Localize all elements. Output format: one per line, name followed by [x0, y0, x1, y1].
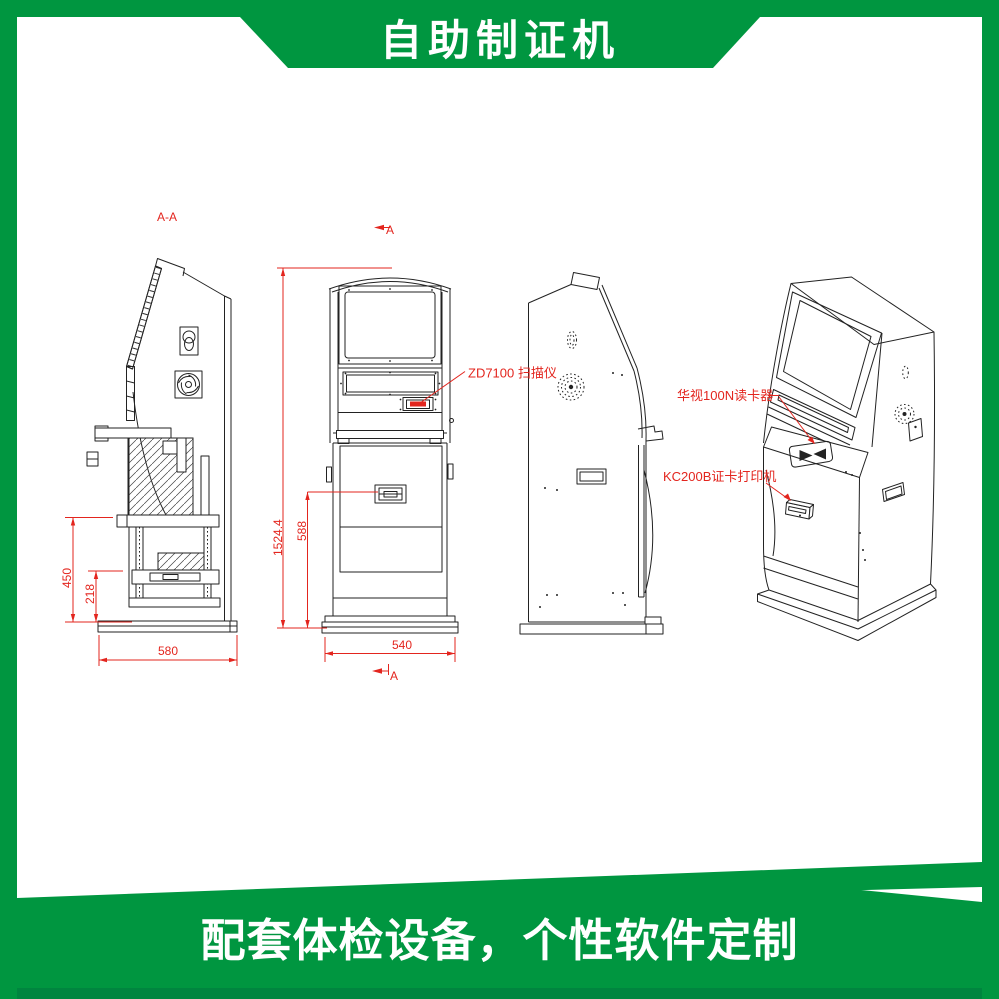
side-speaker-icon [894, 404, 915, 424]
card-reader [788, 440, 834, 468]
dim-450: 450 [60, 568, 74, 588]
label-card-reader: 华视100N读卡器 [677, 388, 773, 403]
dim-218: 218 [83, 584, 97, 604]
speaker-icon [179, 326, 199, 356]
bottom-slogan: 配套体检设备，个性软件定制 [0, 910, 999, 972]
section-label: A-A [157, 210, 177, 224]
fan-icon [174, 370, 203, 399]
marker-a-top: A [386, 223, 394, 237]
speaker-grille-icon [557, 373, 585, 401]
frame-left-border [0, 0, 17, 999]
bottom-banner [17, 876, 982, 999]
marker-a-bottom: A [390, 669, 398, 683]
dim-540: 540 [392, 638, 412, 652]
slogan-text: 配套体检设备，个性软件定制 [200, 915, 799, 966]
drawing-perspective-view [757, 276, 937, 641]
dim-588: 588 [295, 521, 309, 541]
drawing-section-aa [86, 258, 238, 633]
top-banner: 自助制证机 [240, 17, 760, 68]
drawing-front-view [321, 277, 459, 634]
bottom-dark-strip [17, 988, 982, 999]
label-scanner: ZD7100 扫描仪 [468, 366, 557, 381]
door-handle [374, 484, 407, 504]
dim-1524: 1524.4 [271, 519, 285, 556]
frame-top-border [0, 0, 999, 17]
label-printer: KC200B证卡打印机 [663, 469, 776, 484]
card-printer [785, 499, 814, 520]
page-title: 自助制证机 [379, 17, 620, 64]
dimension-annotations: A-A 450 218 580 1524.4 588 [60, 210, 815, 683]
drawing-side-view [519, 272, 664, 635]
dim-580: 580 [158, 644, 178, 658]
frame-right-border [982, 0, 999, 999]
